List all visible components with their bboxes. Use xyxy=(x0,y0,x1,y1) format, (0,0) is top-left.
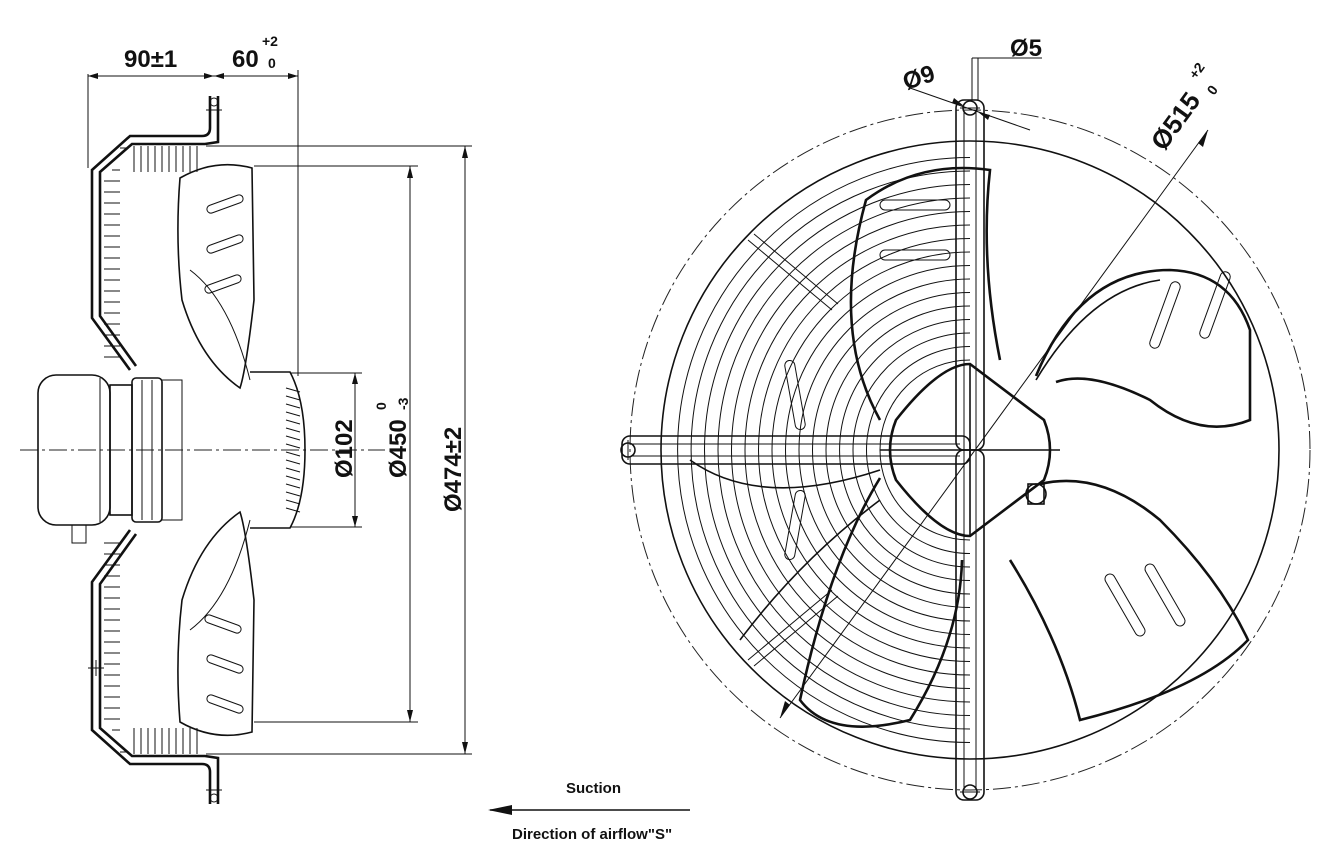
guard-ring xyxy=(744,224,971,676)
hub-fin xyxy=(285,475,301,481)
hub-fin xyxy=(285,451,301,457)
guard-ring xyxy=(839,319,971,581)
guard-ring xyxy=(758,238,971,662)
guard-ring xyxy=(704,184,971,716)
hub-fin xyxy=(285,507,301,513)
wall-ring-housing xyxy=(88,96,222,804)
side-view: 90±1 60 +2 0 Ø102 Ø450 0 -3 Ø474±2 xyxy=(20,33,472,804)
guard-ring xyxy=(785,265,971,635)
guard-ring xyxy=(717,197,971,703)
hub-fin xyxy=(285,435,301,441)
blade-slot xyxy=(1199,271,1231,339)
impeller-blades-side xyxy=(177,163,306,737)
cable-gland xyxy=(1025,483,1047,505)
hub-fin xyxy=(285,459,301,465)
hub-fin xyxy=(285,467,301,473)
blade-slot xyxy=(879,199,951,211)
blade-slot xyxy=(879,249,951,261)
bolt-circle-tolerance-lower: 0 xyxy=(1203,82,1221,98)
hub-fin xyxy=(285,491,301,497)
large-hole-dimension: Ø9 xyxy=(900,60,939,96)
airflow-direction-arrow xyxy=(488,805,690,815)
hub-fin xyxy=(285,483,301,489)
guard-ring xyxy=(812,292,971,608)
mounting-holes xyxy=(620,100,980,800)
hub-fin xyxy=(285,443,301,449)
guard-ring xyxy=(866,346,971,554)
bolt-circle-tolerance-upper: +2 xyxy=(1185,59,1207,81)
impeller-blades-front xyxy=(689,166,1252,728)
hub-fin xyxy=(285,419,301,425)
hub-fin xyxy=(285,411,301,417)
outer-diameter-dimension: Ø474±2 xyxy=(440,427,467,512)
hub-fin xyxy=(285,499,301,505)
hub-diameter-dimension: Ø102 xyxy=(331,419,358,478)
blade-diameter-tolerance-upper: 0 xyxy=(373,402,389,410)
blade-slot xyxy=(206,194,244,214)
side-dimension-lines xyxy=(87,70,472,755)
guard-ring xyxy=(690,170,971,730)
guard-ring xyxy=(852,332,971,568)
blade-slot xyxy=(206,654,244,674)
blade-diameter-tolerance-lower: -3 xyxy=(395,397,411,410)
hub-fin xyxy=(285,403,301,409)
blade-offset-tolerance-lower: 0 xyxy=(268,55,276,71)
front-view: Ø5 Ø9 Ø515 +2 0 xyxy=(620,35,1311,801)
blade-slot xyxy=(1144,563,1186,627)
hub-front xyxy=(880,362,1060,538)
blade-slot xyxy=(1149,281,1181,349)
hub-fin xyxy=(285,427,301,433)
blade-offset-dimension: 60 xyxy=(232,46,259,73)
blade-diameter-dimension: Ø450 xyxy=(385,419,412,478)
hole-dimension-leaders xyxy=(909,57,1042,131)
blade-slot xyxy=(204,274,242,294)
blade-slot xyxy=(206,694,244,714)
hub-fin xyxy=(285,387,301,393)
housing-depth-dimension: 90±1 xyxy=(124,46,177,73)
motor-body xyxy=(37,374,183,544)
blade-slot xyxy=(784,359,806,431)
guard-ring xyxy=(825,305,971,595)
small-hole-dimension: Ø5 xyxy=(1010,35,1042,62)
guard-ring xyxy=(798,278,971,622)
guard-ring xyxy=(677,157,971,743)
blade-slot xyxy=(204,614,242,634)
blade-offset-tolerance-upper: +2 xyxy=(262,33,278,49)
blade-slot xyxy=(206,234,244,254)
guard-ring xyxy=(771,251,971,649)
blade-slot xyxy=(1104,573,1146,637)
suction-label: Suction xyxy=(566,780,621,797)
hub-fin xyxy=(285,395,301,401)
airflow-direction-label: Direction of airflow"S" xyxy=(512,826,673,843)
blade-slot xyxy=(784,489,806,561)
